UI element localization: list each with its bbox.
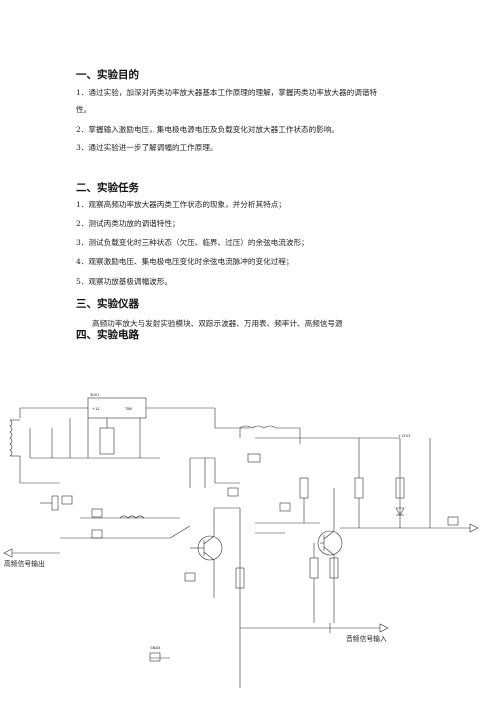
hf-output-label: 高频信号输出 (4, 559, 45, 568)
section-heading-instruments: 三、实验仪器 (76, 298, 139, 310)
objective-item-3: 3．通过实验进一步了解调幅的工作原理。 (76, 143, 218, 152)
objective-item-1: 1．通过实验，加深对丙类功率放大器基本工作原理的理解，掌握丙类功率放大器的调谐特 (76, 88, 377, 97)
task-item-2: 2．测试丙类功放的调谐特性； (76, 219, 180, 228)
vcc-label: +12V1 (398, 434, 410, 438)
regulator-in-label: +12 (92, 407, 100, 411)
task-item-3: 3．测试负载变化时三种状态（欠压、临界、过压）的余弦电流波形； (76, 238, 309, 247)
objective-item-2: 2．掌握输入激励电压，集电极电源电压及负载变化对放大器工作状态的影响。 (76, 125, 340, 134)
section-heading-tasks: 二、实验任务 (76, 182, 139, 194)
task-item-4: 4．观察激励电压、集电极电压变化时余弦电流脉冲的变化过程； (76, 257, 294, 266)
task-item-5: 5．观察功放基极调幅波形。 (76, 277, 172, 286)
regulator-out-label: T86 (124, 407, 132, 411)
circuit-diagram: 3U01 +12 T86 +12V1 GND4 高频信号输出 音频信号输入 (3, 393, 479, 688)
section-heading-circuit: 四、实验电路 (76, 329, 139, 341)
regulator-label: 3U01 (90, 393, 100, 397)
instruments-list: 高频功率放大与发射实验模块、双踪示波器、万用表、频率计、高频信号源 (92, 319, 343, 328)
objective-item-1-cont: 性。 (76, 105, 92, 114)
task-item-1: 1．观察高频功率放大器丙类工作状态的现象，并分析其特点； (76, 200, 286, 209)
gnd-label: GND4 (150, 646, 161, 650)
audio-input-label: 音频信号输入 (346, 634, 387, 643)
section-heading-objectives: 一、实验目的 (76, 69, 139, 81)
